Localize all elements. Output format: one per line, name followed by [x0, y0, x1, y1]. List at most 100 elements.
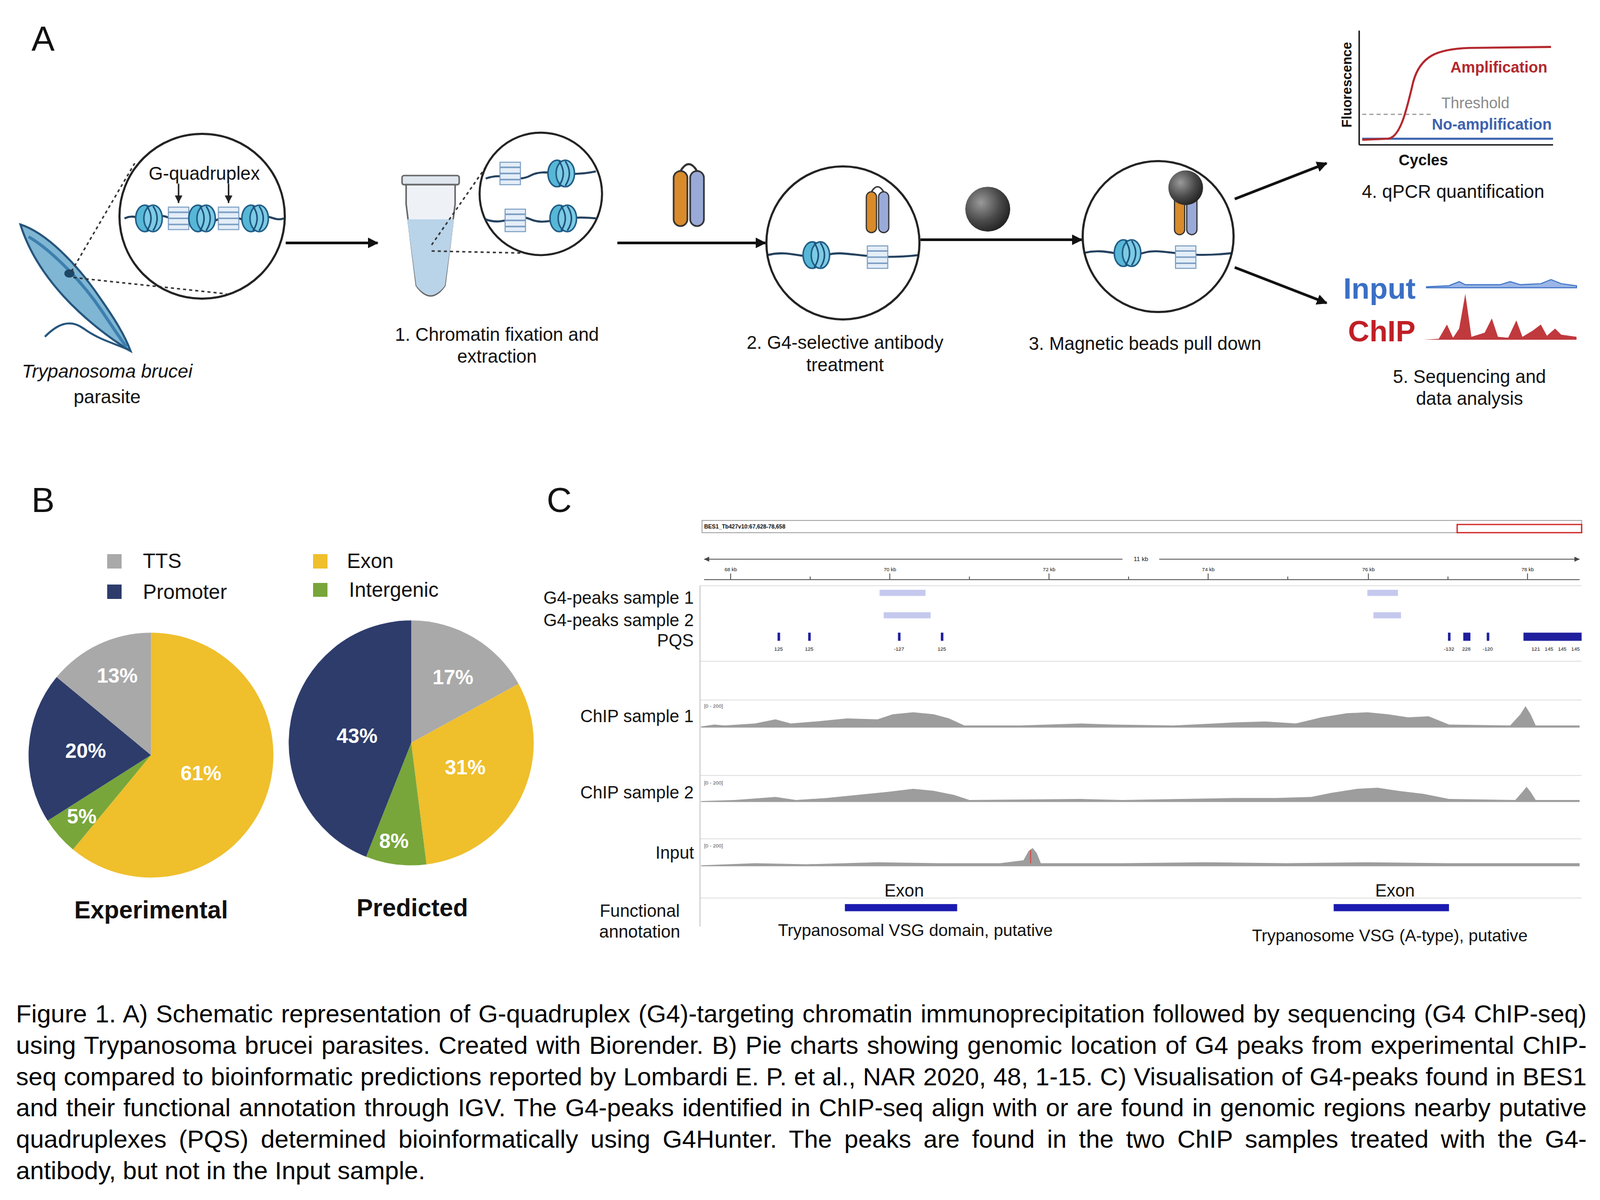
antibody-binding — [803, 241, 830, 269]
pqs-score: 228 — [1461, 645, 1471, 653]
step-circle: 3. Magnetic beads pull down — [1081, 160, 1235, 314]
step-caption: 3. Magnetic beads pull down — [1028, 332, 1262, 355]
tube-illustration — [402, 175, 460, 185]
legend-swatch — [313, 554, 328, 569]
inset-circle: G-quadruplex — [118, 132, 286, 301]
pie-experimental — [28, 632, 274, 878]
bead-pulldown — [1083, 251, 1233, 255]
igv-browser — [730, 573, 1528, 580]
igv-browser — [777, 632, 1582, 641]
track-label: Input — [1343, 270, 1416, 307]
step-caption: 4. qPCR quantification — [1361, 180, 1544, 203]
igv-browser — [777, 632, 781, 641]
antibody-binding — [866, 186, 889, 233]
pie-predicted — [288, 620, 534, 866]
track-range: [0 - 200] — [704, 779, 723, 787]
tick-label: 70 kb — [883, 566, 896, 573]
tube-illustration — [547, 160, 575, 187]
igv-browser — [704, 558, 1123, 560]
igv-browser — [700, 786, 1580, 803]
bead-pulldown — [1175, 245, 1196, 269]
organism-label: parasite — [73, 385, 141, 408]
igv-browser — [1373, 612, 1402, 619]
percent-label: 8% — [379, 828, 409, 854]
igv-browser — [879, 589, 926, 596]
qpcr-plot — [1362, 113, 1434, 115]
igv-browser — [883, 612, 931, 619]
chart-title: Experimental — [74, 895, 228, 925]
pqs-score: 145 — [1544, 645, 1554, 653]
legend-swatch — [107, 554, 122, 569]
legend-swatch — [107, 584, 122, 599]
parasite-illustration — [20, 163, 227, 351]
chromatin-inset — [135, 205, 163, 232]
tube-illustration — [405, 184, 455, 296]
pqs-score: 121 — [1531, 645, 1541, 653]
annotation-label: Trypanosomal VSG domain, putative — [776, 920, 1055, 941]
igv-browser — [699, 585, 701, 927]
antibody-illustration — [673, 164, 704, 227]
pqs-score: -120 — [1482, 645, 1493, 653]
parasite-illustration — [44, 323, 131, 351]
panel-letter: A — [31, 18, 55, 60]
feature-label: Exon — [884, 880, 924, 902]
igv-browser — [1158, 558, 1580, 560]
igv-browser — [1029, 850, 1031, 864]
tick-label: 78 kb — [1521, 566, 1534, 573]
igv-browser — [940, 632, 944, 641]
pqs-score: 125 — [937, 645, 947, 653]
antibody-binding — [867, 245, 888, 269]
parasite-illustration — [28, 236, 127, 348]
igv-browser — [844, 904, 957, 911]
chromatin-inset — [227, 183, 230, 203]
flow-arrow — [1234, 267, 1327, 303]
antibody-illustration — [673, 164, 704, 227]
track-name: ChIP sample 1 — [580, 706, 694, 727]
tube-illustration — [479, 132, 603, 256]
parasite-illustration — [73, 277, 227, 294]
tube-illustration — [431, 251, 523, 254]
antibody-binding — [767, 253, 919, 258]
igv-browser — [700, 848, 1580, 867]
tube-illustration — [500, 162, 521, 185]
qpcr-plot — [1358, 30, 1554, 145]
bead-illustration — [965, 186, 1011, 232]
legend-text: TTS — [142, 548, 182, 574]
sequencing-tracks — [1423, 293, 1577, 340]
qpcr-plot — [1358, 144, 1554, 146]
scale-label: 11 kb — [1133, 555, 1149, 564]
percent-label: 31% — [444, 755, 486, 780]
igv-browser — [700, 585, 1582, 898]
sequencing-tracks — [1426, 279, 1577, 288]
figure-caption: Figure 1. A) Schematic representation of… — [16, 998, 1587, 1187]
percent-label: 17% — [432, 665, 474, 690]
track-name: PQS — [657, 630, 694, 652]
chromatin-inset — [124, 183, 284, 232]
track-label: ChIP — [1348, 313, 1416, 350]
tick-label: 74 kb — [1202, 566, 1215, 573]
chromatin-inset — [188, 205, 216, 232]
tube-illustration — [485, 217, 597, 222]
sequencing-tracks — [1423, 279, 1577, 340]
pqs-score: 145 — [1571, 645, 1580, 653]
pqs-score: -132 — [1443, 645, 1454, 653]
tick-label: 72 kb — [1042, 566, 1055, 573]
curve-label: Threshold — [1441, 93, 1510, 112]
track-name: G4-peaks sample 1 — [543, 587, 694, 609]
tube-illustration — [406, 219, 454, 295]
percent-label: 5% — [67, 804, 97, 829]
legend-text: Intergenic — [348, 577, 439, 603]
tube-illustration — [402, 132, 603, 296]
chromatin-inset — [177, 183, 180, 203]
legend-swatch — [313, 582, 328, 598]
parasite-illustration — [20, 224, 131, 351]
pqs-score: 125 — [804, 645, 814, 653]
igv-browser — [1367, 589, 1398, 596]
track-name: Input — [655, 842, 694, 864]
qpcr-plot — [1358, 30, 1360, 145]
tick-label: 76 kb — [1362, 566, 1375, 573]
percent-label: 13% — [97, 663, 139, 688]
flow-arrow — [285, 241, 378, 245]
igv-browser — [1457, 524, 1582, 533]
step-caption: 2. G4-selective antibody treatment — [722, 331, 968, 376]
